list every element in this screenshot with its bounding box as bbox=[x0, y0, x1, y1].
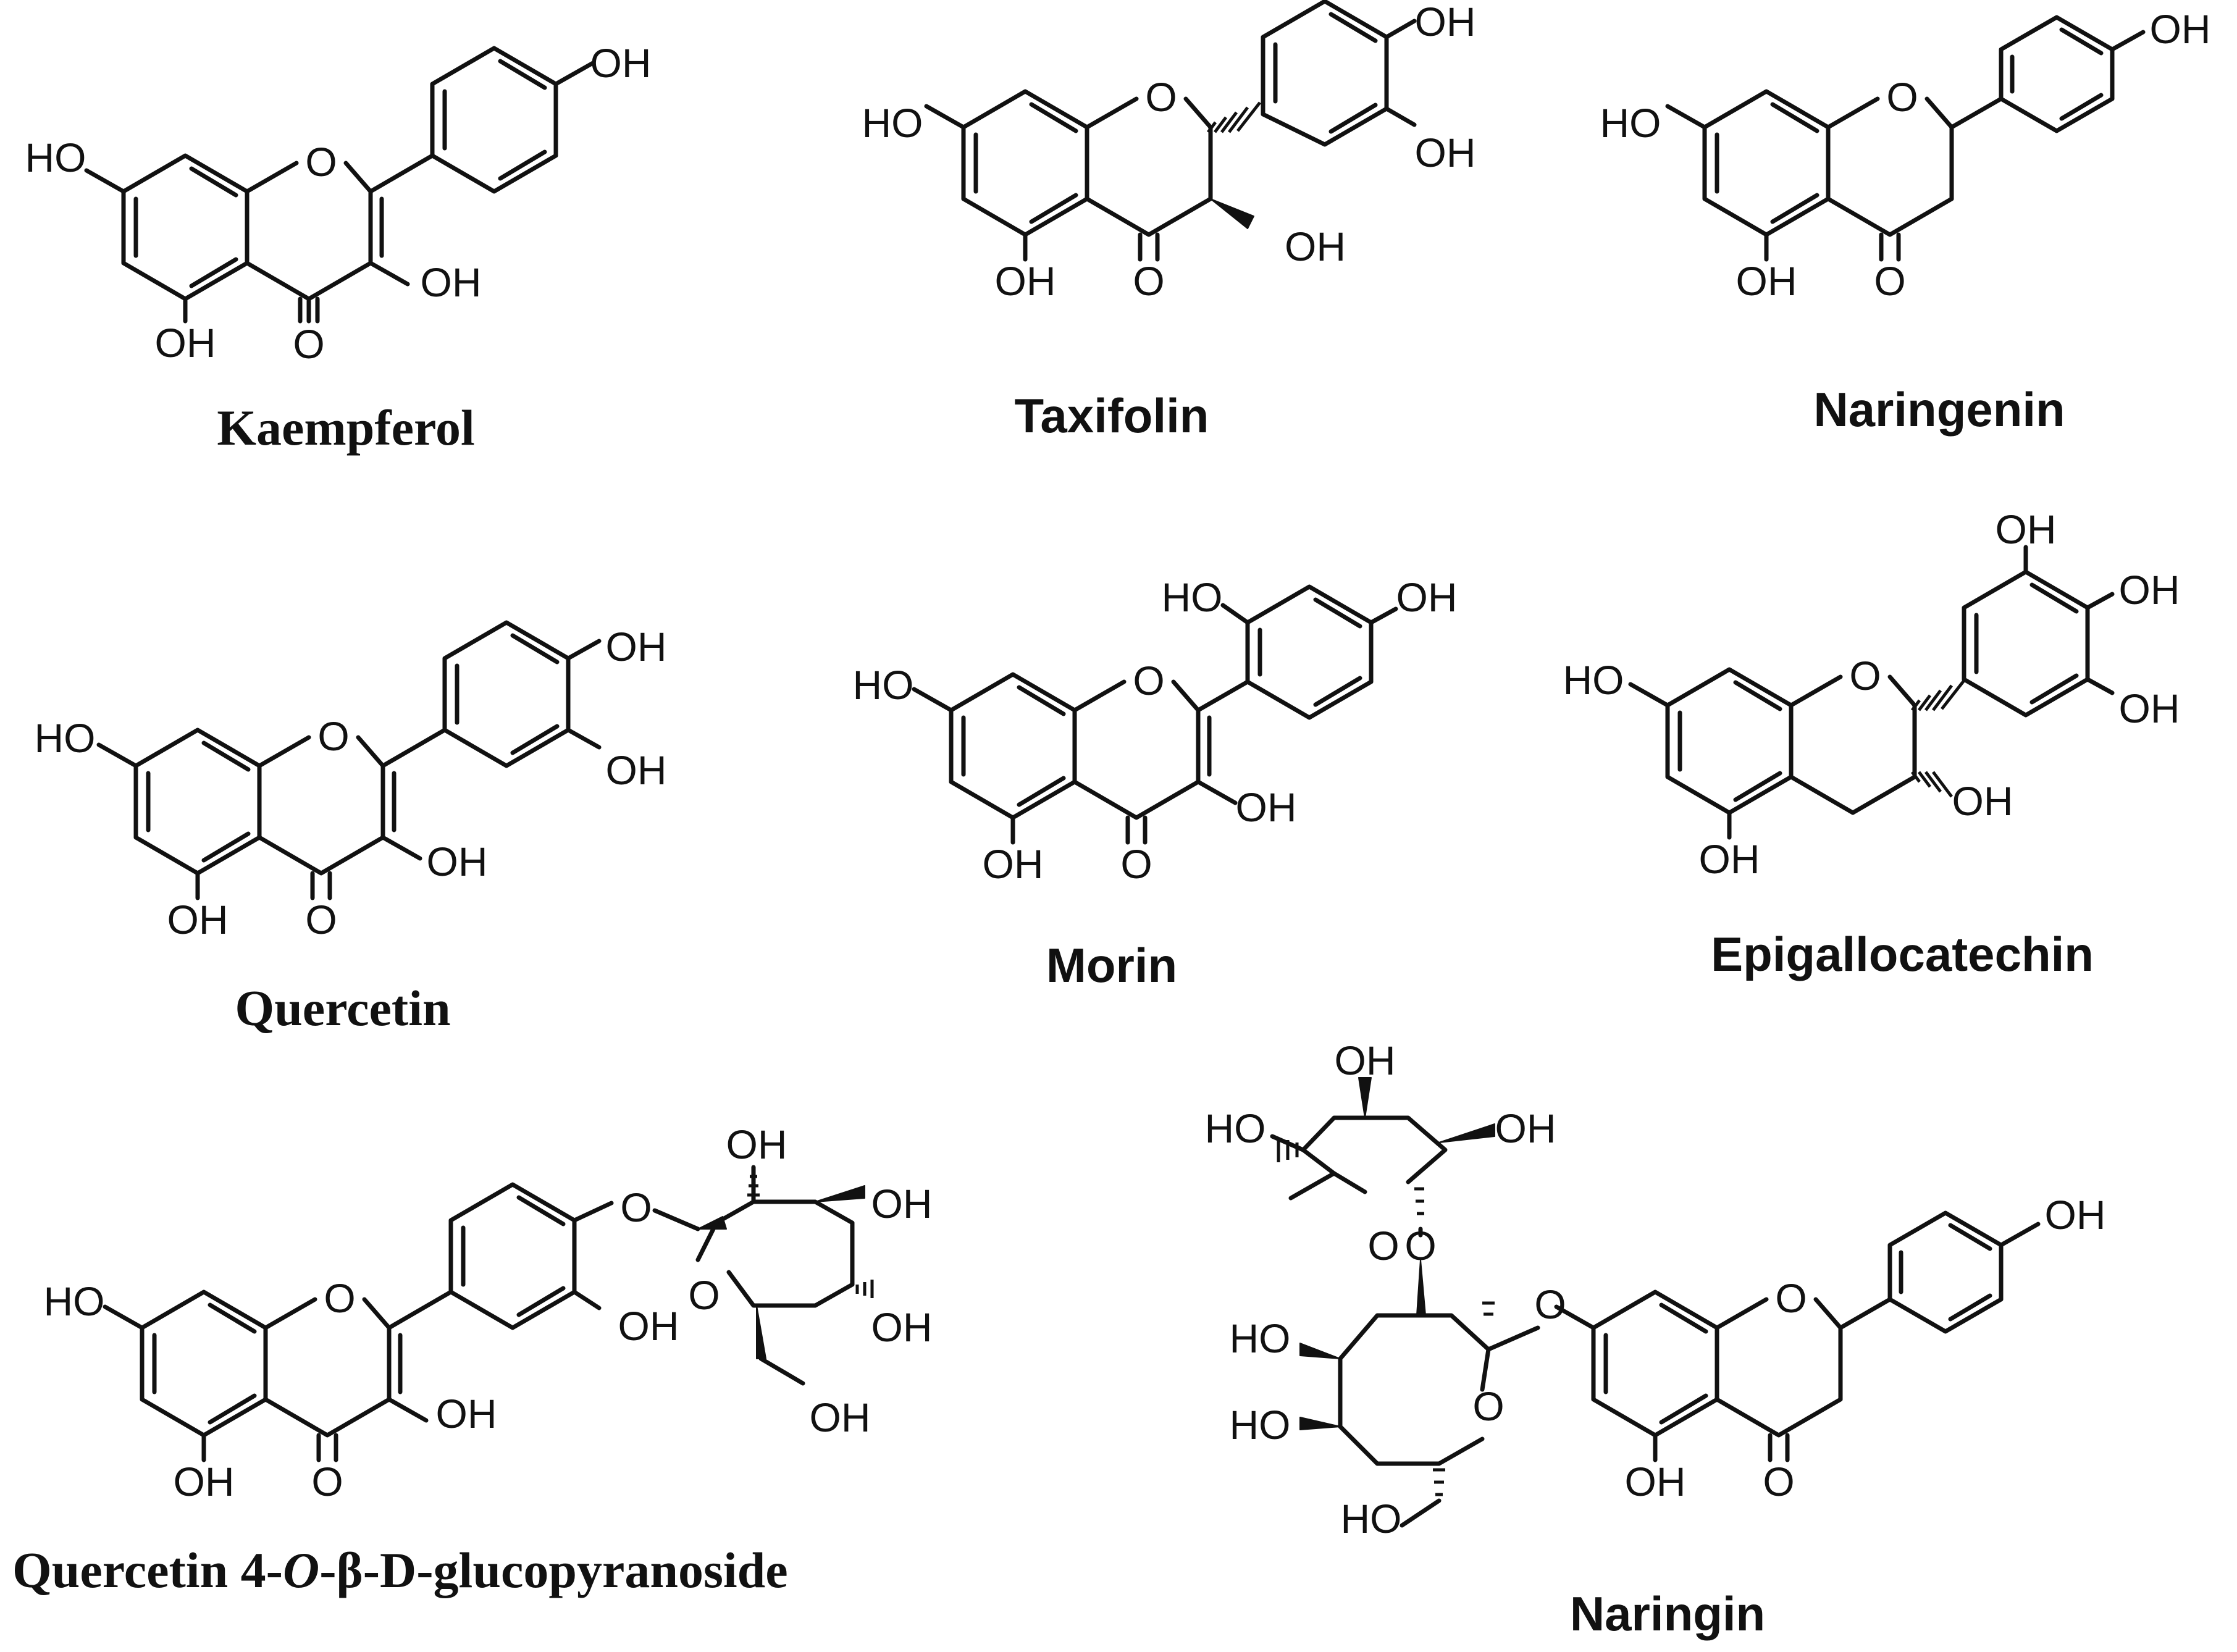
atom-oxygen: O bbox=[1886, 74, 1918, 120]
atom-hydroxyl: OH bbox=[1415, 0, 1476, 44]
compound-label-quercetin-glucoside: Quercetin 4-O-β-D-glucopyranoside bbox=[12, 1542, 788, 1598]
atom-hydroxyl: OH bbox=[436, 1391, 497, 1436]
structure-naringin: OH OH HO O O O O HO HO HO O O OH OH Nari… bbox=[1205, 1038, 2106, 1641]
atom-hydroxyl: OH bbox=[871, 1304, 933, 1350]
atom-oxygen: O bbox=[324, 1275, 355, 1321]
atom-hydroxyl: HO bbox=[1563, 657, 1624, 703]
compound-label-morin: Morin bbox=[1046, 938, 1177, 992]
atom-oxygen: O bbox=[1404, 1223, 1436, 1268]
atom-hydroxyl: OH bbox=[810, 1394, 871, 1440]
atom-hydroxyl: HO bbox=[1341, 1496, 1402, 1541]
structure-epigallocatechin: O OH OH OH OH OH HO Epigallocatechin bbox=[1563, 506, 2180, 981]
atom-hydroxyl: OH bbox=[155, 320, 216, 366]
atom-hydroxyl: OH bbox=[2119, 686, 2180, 731]
atom-hydroxyl: OH bbox=[2119, 567, 2180, 613]
atom-oxygen: O bbox=[1763, 1459, 1794, 1504]
atom-hydroxyl: HO bbox=[35, 715, 96, 761]
atom-hydroxyl: OH bbox=[421, 259, 482, 305]
atom-hydroxyl: OH bbox=[1736, 258, 1797, 304]
compound-label-naringin: Naringin bbox=[1570, 1587, 1765, 1641]
atom-oxygen: O bbox=[305, 139, 337, 185]
atom-oxygen: O bbox=[311, 1459, 343, 1504]
atom-hydroxyl: HO bbox=[862, 100, 923, 146]
atom-hydroxyl: OH bbox=[1236, 784, 1297, 830]
atom-hydroxyl: OH bbox=[1495, 1105, 1556, 1151]
atom-hydroxyl: OH bbox=[1396, 574, 1458, 620]
atom-hydroxyl: HO bbox=[1600, 100, 1661, 146]
structure-naringenin: O O OH OH HO Naringenin bbox=[1600, 6, 2211, 437]
atom-oxygen: O bbox=[305, 897, 337, 942]
atom-hydroxyl: OH bbox=[174, 1459, 235, 1504]
atom-hydroxyl: OH bbox=[983, 841, 1044, 887]
atom-oxygen: O bbox=[1472, 1383, 1504, 1429]
atom-oxygen: O bbox=[1874, 258, 1905, 304]
atom-hydroxyl: OH bbox=[871, 1181, 933, 1226]
atom-hydroxyl: OH bbox=[726, 1122, 787, 1167]
compound-label-kaempferol: Kaempferol bbox=[217, 400, 475, 456]
atom-hydroxyl: OH bbox=[995, 258, 1056, 304]
atom-hydroxyl: OH bbox=[606, 747, 667, 793]
atom-hydroxyl: OH bbox=[427, 839, 488, 884]
atom-hydroxyl: OH bbox=[1996, 506, 2057, 552]
compound-label-epigallocatechin: Epigallocatechin bbox=[1711, 927, 2094, 981]
atom-oxygen: O bbox=[1120, 841, 1152, 887]
atom-oxygen: O bbox=[688, 1272, 720, 1318]
atom-oxygen: O bbox=[1145, 74, 1177, 120]
atom-hydroxyl: OH bbox=[2150, 6, 2211, 52]
atom-hydroxyl: OH bbox=[2045, 1192, 2106, 1238]
compound-label-naringenin: Naringenin bbox=[1813, 382, 2065, 437]
atom-hydroxyl: HO bbox=[1230, 1315, 1291, 1361]
atom-hydroxyl: HO bbox=[1205, 1105, 1266, 1151]
atom-oxygen: O bbox=[1775, 1275, 1807, 1321]
atom-hydroxyl: HO bbox=[1230, 1402, 1291, 1448]
atom-hydroxyl: HO bbox=[25, 135, 86, 180]
atom-hydroxyl: HO bbox=[44, 1278, 105, 1324]
atom-oxygen: O bbox=[317, 713, 349, 759]
atom-oxygen: O bbox=[1367, 1223, 1399, 1268]
atom-oxygen: O bbox=[1133, 258, 1164, 304]
atom-hydroxyl: OH bbox=[1952, 778, 2013, 824]
structure-taxifolin: O O OH OH OH OH HO Taxifolin bbox=[862, 0, 1476, 443]
atom-hydroxyl: OH bbox=[167, 897, 229, 942]
atom-oxygen: O bbox=[1849, 653, 1881, 698]
compound-label-taxifolin: Taxifolin bbox=[1015, 388, 1209, 443]
structure-quercetin: O O OH OH OH OH HO Quercetin bbox=[35, 620, 667, 1036]
atom-hydroxyl: OH bbox=[1415, 130, 1476, 175]
atom-hydroxyl: HO bbox=[1162, 574, 1223, 620]
atom-hydroxyl: OH bbox=[1285, 224, 1346, 269]
atom-hydroxyl: OH bbox=[1699, 836, 1760, 882]
atom-hydroxyl: OH bbox=[590, 40, 652, 86]
atom-oxygen: O bbox=[620, 1184, 652, 1230]
compound-label-quercetin: Quercetin bbox=[235, 980, 450, 1036]
atom-hydroxyl: OH bbox=[606, 624, 667, 669]
atom-hydroxyl: OH bbox=[1625, 1459, 1686, 1504]
atom-oxygen: O bbox=[293, 321, 324, 367]
structure-kaempferol: O O OH OH OH HO Kaempferol bbox=[25, 40, 652, 456]
structure-morin: O O HO OH OH OH HO Morin bbox=[853, 574, 1458, 992]
atom-oxygen: O bbox=[1133, 658, 1164, 703]
atom-hydroxyl: HO bbox=[853, 662, 914, 708]
structure-quercetin-glucoside: O O O O OH OH OH OH OH OH OH HO Querceti… bbox=[12, 1122, 933, 1598]
atom-hydroxyl: OH bbox=[618, 1303, 679, 1349]
atom-oxygen: O bbox=[1534, 1281, 1566, 1327]
atom-hydroxyl: OH bbox=[1335, 1038, 1396, 1083]
